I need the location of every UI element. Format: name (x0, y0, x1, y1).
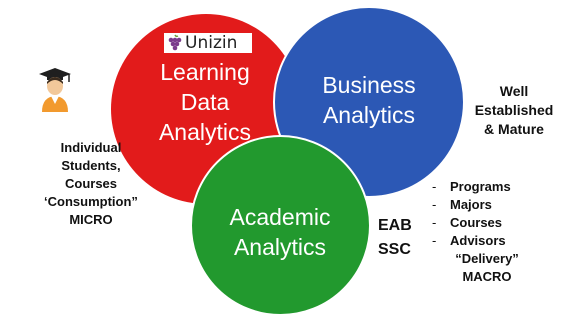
grapes-icon (168, 34, 182, 51)
left-line-4: ‘Consumption” (44, 194, 138, 209)
business-line-2: Analytics (322, 102, 416, 128)
left-line-3: Courses (64, 176, 118, 191)
list-item: - Programs (432, 178, 511, 196)
academic-analytics-circle (190, 135, 371, 316)
vendor-ssc: SSC (378, 241, 411, 258)
learning-line-3: Analytics (158, 119, 252, 145)
list-item-programs: Programs (450, 179, 511, 194)
list-bullet: - (432, 233, 437, 248)
academic-line-2: Analytics (233, 234, 327, 260)
list-item: - Courses (432, 214, 511, 232)
left-line-5: MICRO (69, 212, 113, 227)
vendor-eab: EAB (378, 217, 412, 234)
list-item: - Advisors (432, 232, 511, 250)
list-item: - Majors (432, 196, 511, 214)
macro-list: - Programs - Majors - Courses - Advisors (432, 178, 511, 250)
vendor-labels: EAB SSC (378, 214, 412, 262)
right-line-3: & Mature (484, 121, 544, 137)
list-item-advisors: Advisors (450, 233, 506, 248)
left-line-1: Individual (60, 140, 122, 155)
list-item-courses: Courses (450, 215, 503, 230)
learning-analytics-label: Learning Data Analytics (130, 57, 280, 147)
learning-line-1: Learning (160, 59, 250, 85)
graduate-student-icon (39, 68, 71, 112)
right-line-2: Established (474, 102, 554, 118)
well-established-label: Well Established & Mature (468, 82, 560, 139)
academic-analytics-label: Academic Analytics (205, 202, 355, 262)
delivery-macro-label: “Delivery” MACRO (428, 250, 546, 286)
unizin-logo-text: Unizin (185, 33, 238, 53)
academic-line-1: Academic (229, 204, 331, 230)
unizin-logo: Unizin (164, 33, 252, 53)
business-analytics-label: Business Analytics (288, 70, 450, 130)
right-line-1: Well (499, 83, 529, 99)
bottom-line-2: MACRO (462, 269, 512, 284)
bottom-line-1: “Delivery” (455, 251, 519, 266)
list-bullet: - (432, 215, 437, 230)
list-item-majors: Majors (450, 197, 492, 212)
individual-students-label: Individual Students, Courses ‘Consumptio… (36, 139, 146, 229)
business-line-1: Business (322, 72, 416, 98)
list-bullet: - (432, 197, 437, 212)
list-bullet: - (432, 179, 437, 194)
learning-line-2: Data (180, 89, 230, 115)
left-line-2: Students, (61, 158, 121, 173)
